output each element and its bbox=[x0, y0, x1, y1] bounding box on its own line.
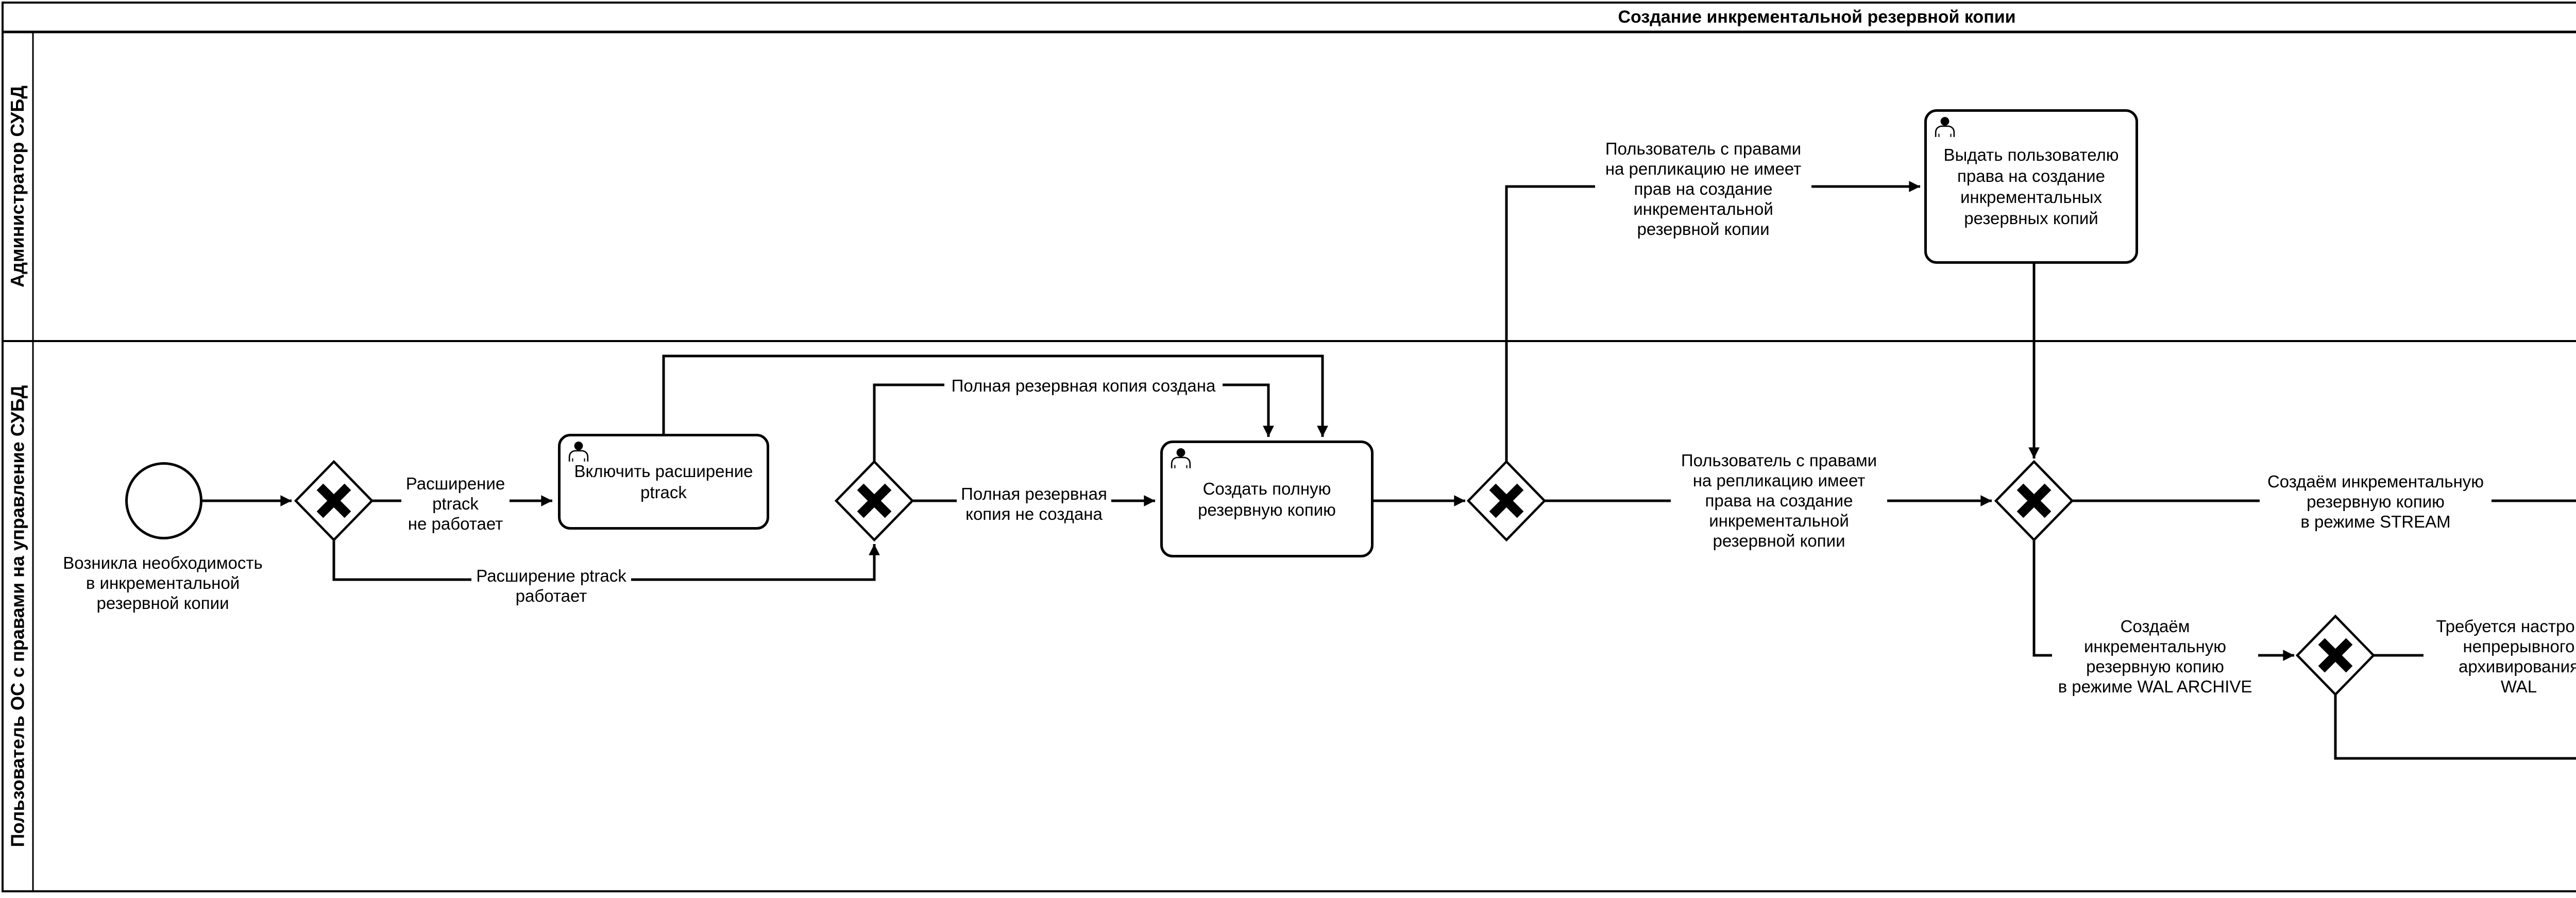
label-full-backup-created: Полная резервная копия создана bbox=[944, 375, 1223, 396]
pool-title: Создание инкрементальной резервной копии bbox=[1618, 7, 2016, 27]
gateway-replication-rights-check[interactable] bbox=[1465, 460, 1548, 542]
user-icon bbox=[1935, 117, 1955, 137]
x-marker-icon bbox=[316, 483, 351, 518]
user-icon bbox=[1171, 448, 1191, 468]
gateway-backup-mode-split[interactable] bbox=[1993, 460, 2075, 542]
task-grant-incremental-rights[interactable]: Выдать пользователю права на создание ин… bbox=[1924, 109, 2138, 264]
start-event[interactable] bbox=[125, 462, 202, 539]
x-marker-icon bbox=[2016, 483, 2052, 518]
task-create-full-backup[interactable]: Создать полную резервную копию bbox=[1160, 440, 1374, 557]
task-text: Выдать пользователю права на создание ин… bbox=[1943, 145, 2119, 228]
gateway-ptrack-working-check[interactable] bbox=[293, 460, 375, 542]
label-wal-setup-required: Требуется настройка непрерывного архивир… bbox=[2424, 616, 2576, 697]
flow-enable-ptrack-to-create-full-backup bbox=[662, 354, 1328, 437]
x-marker-icon bbox=[857, 483, 892, 518]
flow-gw5-to-gw6-bypass bbox=[2334, 694, 2576, 760]
task-enable-ptrack[interactable]: Включить расширение ptrack bbox=[558, 434, 769, 530]
lane-label-dba: Администратор СУБД bbox=[7, 86, 28, 287]
lane-label-os-user: Пользователь ОС с правами на управление … bbox=[7, 385, 28, 848]
label-ptrack-working: Расширение ptrack работает bbox=[471, 565, 631, 606]
x-marker-icon bbox=[1489, 483, 1524, 518]
gateway-full-backup-check[interactable] bbox=[833, 460, 916, 542]
x-marker-icon bbox=[2318, 638, 2353, 673]
label-start-event: Возникла необходимость в инкрементальной… bbox=[52, 552, 274, 614]
label-full-backup-not-created: Полная резервная копия не создана bbox=[957, 483, 1111, 524]
label-mode-stream: Создаём инкрементальную резервную копию … bbox=[2260, 471, 2492, 532]
label-has-rights: Пользователь с правами на репликацию име… bbox=[1671, 450, 1887, 551]
label-mode-wal-archive: Создаём инкрементальную резервную копию … bbox=[2052, 616, 2258, 697]
label-no-rights: Пользователь с правами на репликацию не … bbox=[1595, 138, 1811, 240]
task-text: Включить расширение ptrack bbox=[574, 462, 753, 502]
user-icon bbox=[568, 442, 589, 462]
gateway-wal-setup-check[interactable] bbox=[2294, 614, 2377, 697]
label-ptrack-not-working: Расширение ptrack не работает bbox=[401, 473, 510, 534]
task-text: Создать полную резервную копию bbox=[1198, 479, 1336, 519]
